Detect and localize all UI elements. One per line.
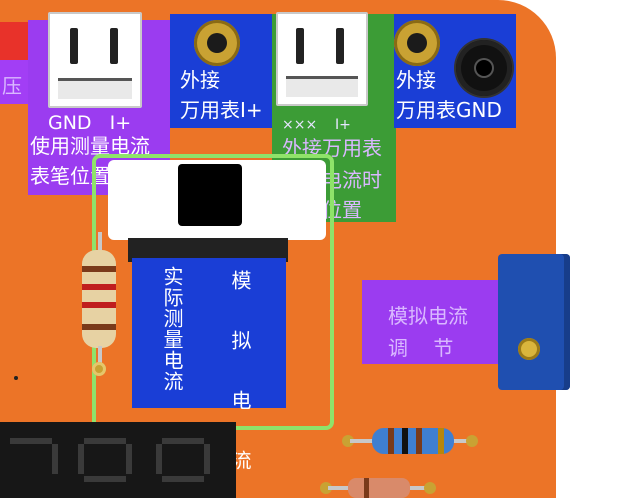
digit3-segment [204,444,210,474]
digit3-segment [162,476,204,482]
connector2-label: ××× I+ [282,117,351,133]
digit1-segment [52,444,58,474]
left-purple-strip [0,60,28,104]
resistor-band-4 [82,324,116,330]
banana-socket-icon[interactable] [194,20,240,66]
solder-pad [92,362,106,376]
resistor3-pad-left [320,482,332,494]
resistor-lead-bottom [98,346,102,370]
switch-knob[interactable] [178,164,242,226]
gnd-socket-icon[interactable] [456,40,512,96]
connector2-pin-right [336,28,344,64]
resistor2-pad-left [342,435,354,447]
resistor-band-2 [82,284,116,290]
connector1-caption-line2: 表笔位置 [30,164,110,188]
gnd-socket-hole [476,60,492,76]
digit2-segment [126,444,132,474]
via-dot [14,376,18,380]
switch-label-panel [132,258,286,408]
socket1-caption-line2: 万用表I+ [180,98,263,122]
pot-label-line2: 调 节 [388,336,454,360]
digit2-segment [84,476,126,482]
resistor2-band-2 [402,428,408,454]
resistor-icon [320,478,436,498]
connector2-pin-left [296,28,304,64]
digit2-segment [78,444,84,474]
socket1-caption-line1: 外接 [180,68,220,92]
pot-screw[interactable] [518,338,540,360]
connector2-shroud [286,76,358,97]
socket2-caption-line2: 万用表GND [396,98,502,122]
connector2-caption-line1: 外接万用表 [282,136,382,160]
switch-left-label: 实际测量电流 [160,266,184,392]
connector1-caption-line1: 使用测量电流 [30,134,150,158]
resistor2-band-3 [416,428,422,454]
resistor2-pad-right [466,435,478,447]
pot-label-line1: 模拟电流 [388,304,468,328]
resistor-lead-top [98,232,102,252]
digit2-segment [84,438,126,444]
jumper-connector-icon[interactable] [276,12,368,106]
connector1-label: GND I+ [48,112,132,134]
highlight-box [92,154,334,430]
resistor3-body [348,478,410,498]
connector1-shroud [58,78,132,99]
resistor-band-1 [82,266,116,272]
resistor-icon [80,232,120,372]
digit1-segment [10,438,52,444]
slide-switch-icon[interactable] [108,160,326,240]
socket2-caption-line1: 外接 [396,68,436,92]
left-edge-label: 压 [2,74,22,98]
connector1-pin-gnd [70,28,78,64]
potentiometer-icon[interactable] [498,254,570,390]
switch-mount-right [302,194,326,214]
resistor-icon [342,424,482,458]
resistor3-pad-right [424,482,436,494]
resistor-band-3 [82,302,116,308]
resistor2-band-1 [388,428,394,454]
switch-mount-left [108,194,132,214]
connector1-pin-iplus [110,28,118,64]
seven-segment-display-icon [0,422,236,498]
banana-socket-icon[interactable] [394,20,440,66]
jumper-connector-icon[interactable] [48,12,142,108]
resistor2-band-4 [438,428,444,454]
digit3-segment [162,438,204,444]
resistor3-band [364,478,369,498]
digit3-segment [156,444,162,474]
resistor-body [82,250,116,348]
